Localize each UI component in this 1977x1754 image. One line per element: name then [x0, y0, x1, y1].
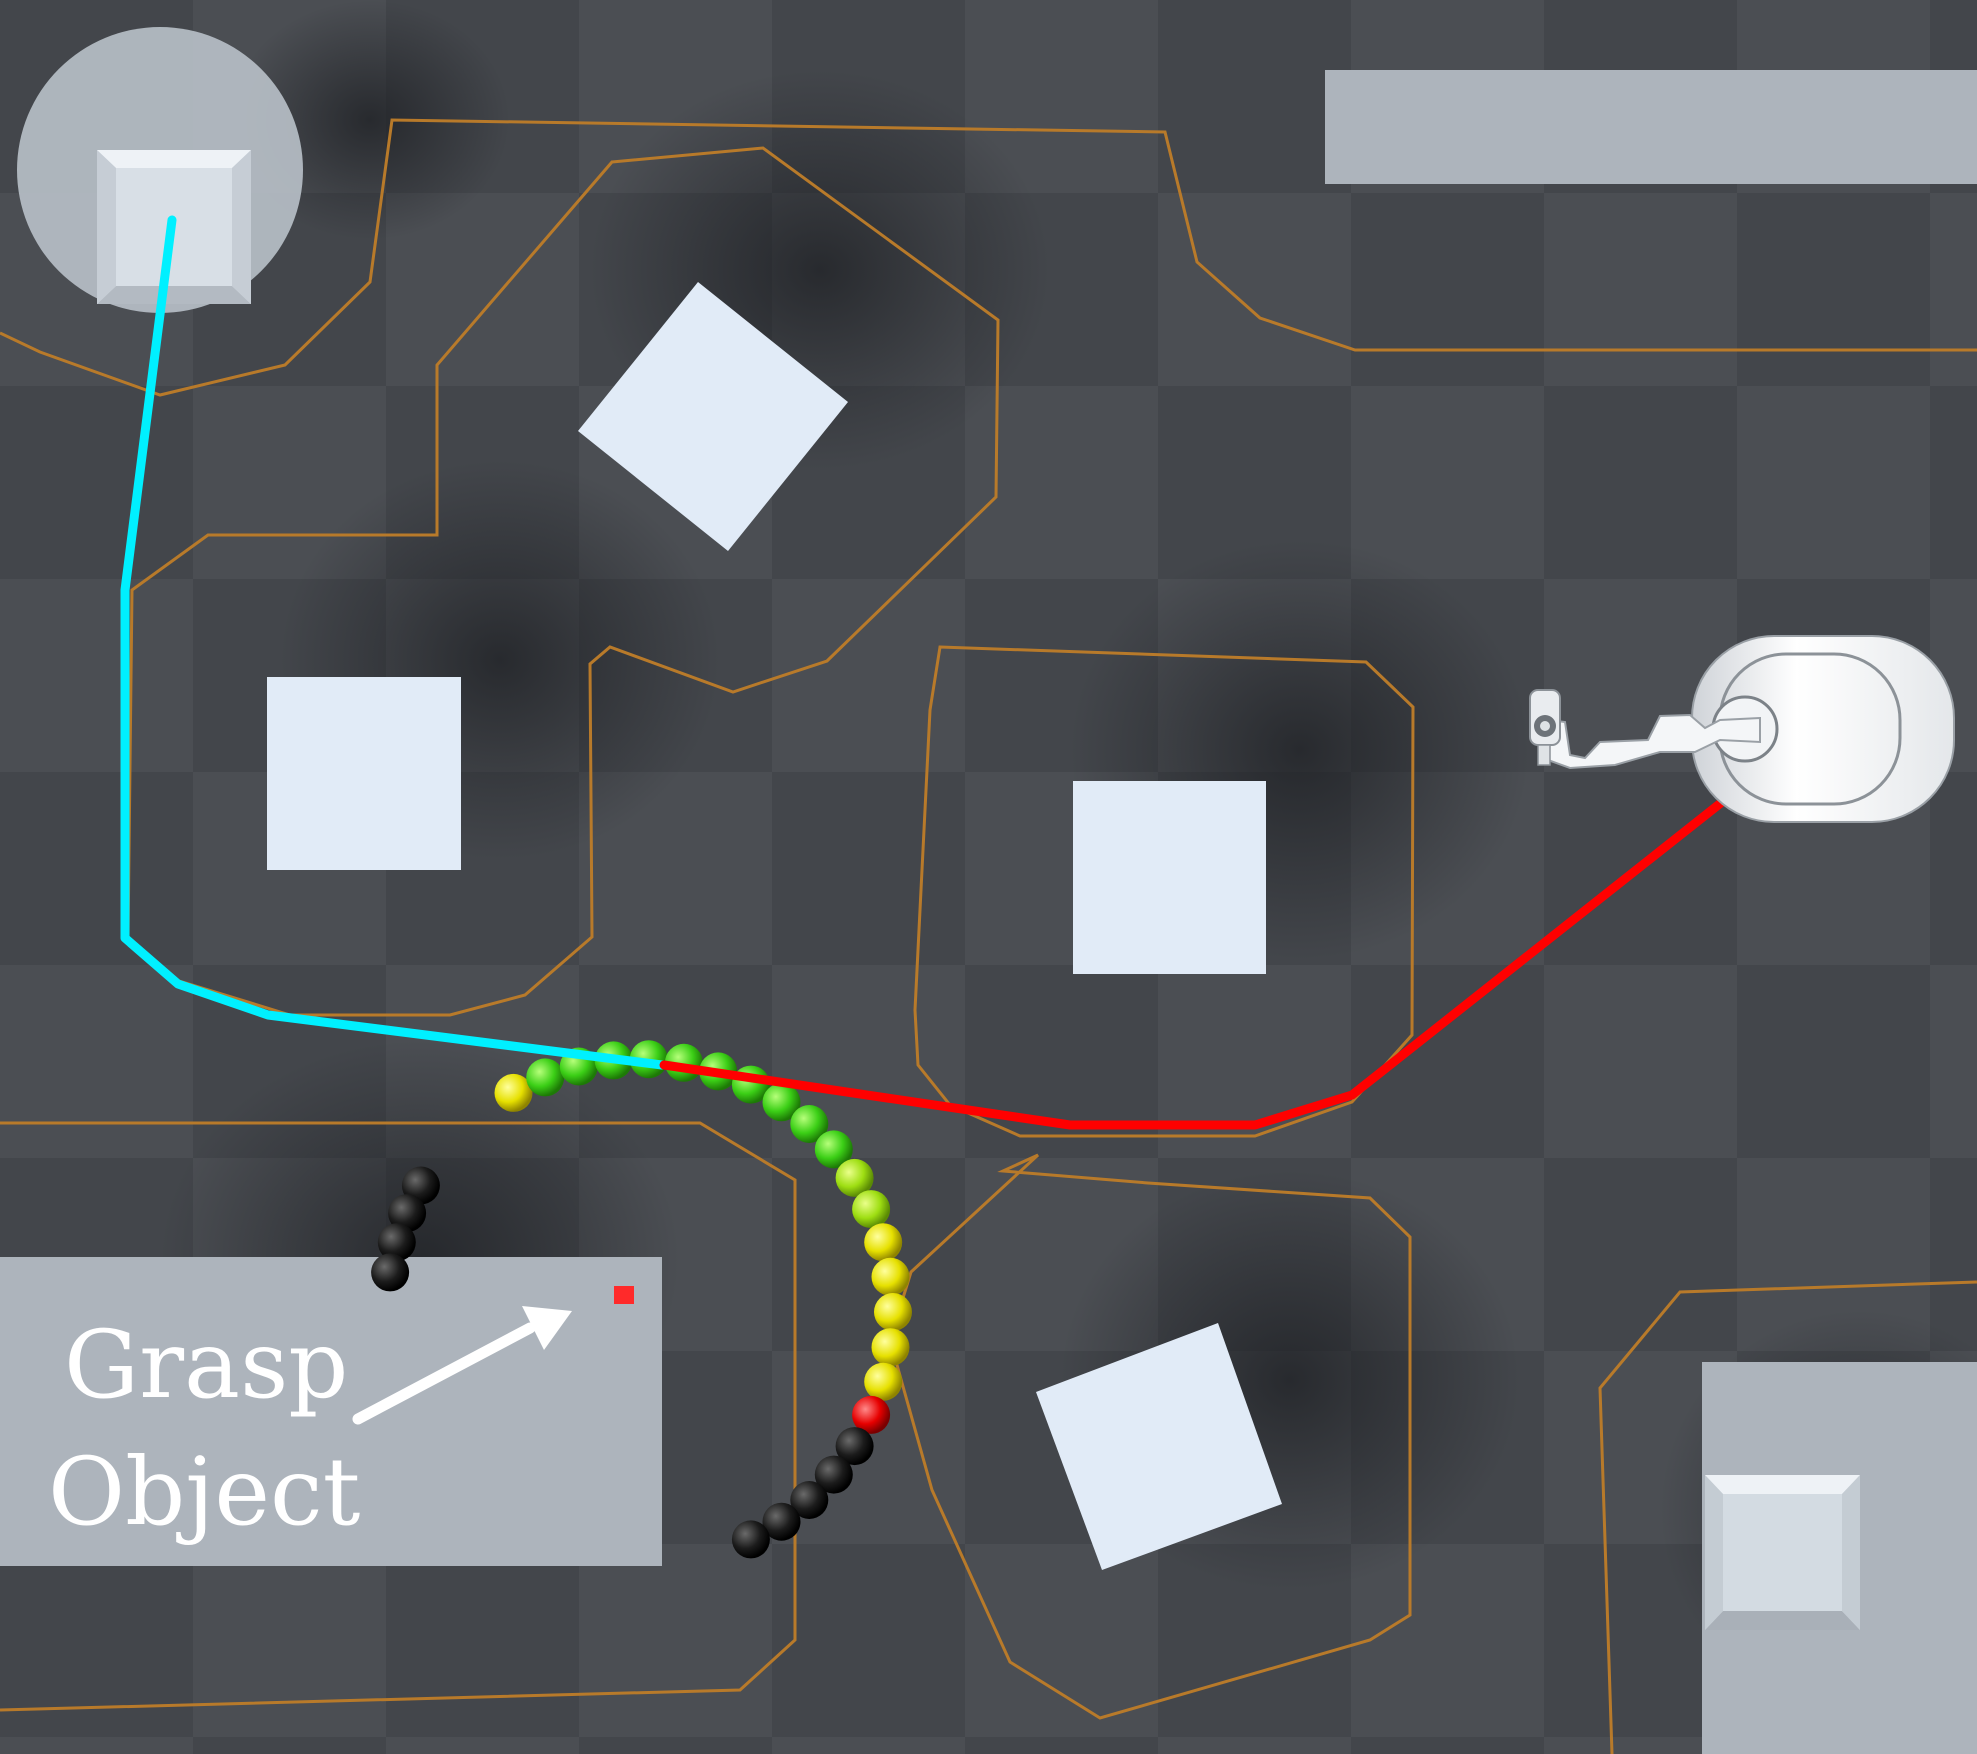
candidate-pose-sphere: [864, 1362, 903, 1401]
start-pad: [17, 27, 303, 313]
contour-upper-cluster: [126, 146, 1000, 1017]
contour-top: [0, 118, 1977, 397]
goal-pad: [1705, 1475, 1860, 1630]
contour-lower-center: [888, 1153, 1412, 1720]
candidate-pose-sphere: [371, 1253, 410, 1292]
candidate-pose-sphere: [871, 1257, 910, 1296]
executed-path: [120, 215, 667, 1070]
candidate-pose-sphere: [871, 1328, 910, 1367]
contour-lower-left: [0, 1121, 797, 1712]
candidate-pose-sphere: [835, 1158, 874, 1197]
mobile-manipulator-robot: [1529, 635, 1955, 823]
candidate-pose-sphere: [790, 1105, 829, 1143]
candidate-pose-sphere: [731, 1520, 770, 1559]
candidate-pose-sphere: [852, 1190, 891, 1229]
candidate-pose-sphere: [762, 1083, 801, 1122]
planned-path: [659, 721, 1823, 1130]
table-top-right: [1325, 70, 1977, 184]
contour-center-right: [913, 645, 1415, 1138]
candidate-pose-ring: [371, 1040, 912, 1559]
annotation-line-2: Object: [48, 1438, 361, 1547]
annotation-line-1: Grasp: [64, 1311, 348, 1420]
inflation-contours: [0, 118, 1977, 1754]
candidate-pose-sphere: [494, 1073, 533, 1112]
candidate-pose-sphere: [874, 1293, 912, 1331]
box-center: [1073, 781, 1266, 974]
obstacle-boxes: [267, 282, 1282, 1570]
candidate-pose-sphere: [526, 1058, 565, 1097]
candidate-pose-sphere: [377, 1223, 416, 1262]
candidate-pose-sphere: [814, 1455, 853, 1494]
box-upper-rotated: [578, 282, 848, 551]
candidate-pose-sphere: [762, 1502, 801, 1541]
box-lower-rotated: [1036, 1323, 1282, 1570]
grasp-table: [0, 1257, 662, 1566]
candidate-pose-sphere: [864, 1223, 903, 1262]
candidate-pose-sphere: [388, 1194, 427, 1233]
candidate-pose-sphere: [852, 1395, 891, 1434]
contour-lower-right: [1598, 1280, 1977, 1754]
candidate-pose-sphere: [835, 1427, 874, 1466]
box-left: [267, 677, 461, 870]
candidate-pose-sphere: [814, 1130, 853, 1169]
arrow-icon: [352, 1306, 572, 1425]
grasp-target-marker: [614, 1286, 634, 1304]
candidate-pose-sphere: [790, 1481, 829, 1519]
